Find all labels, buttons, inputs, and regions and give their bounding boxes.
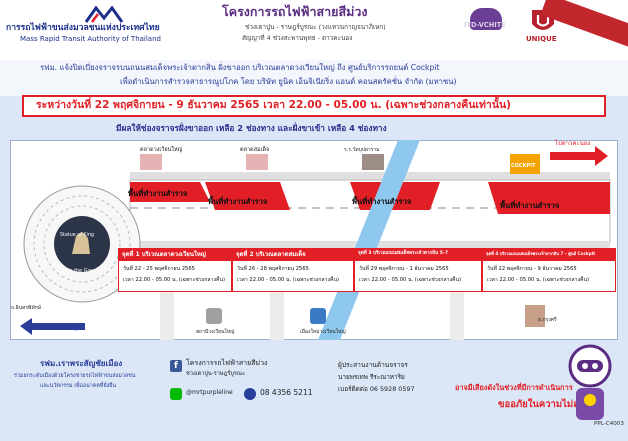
building-icon bbox=[206, 308, 222, 324]
phase-card-4: จุดที่ 4 บริเวณถนนสมเด็จพระเจ้าตากสิน 7 … bbox=[482, 248, 616, 292]
line-icon[interactable] bbox=[170, 388, 182, 400]
facebook-icon[interactable]: f bbox=[170, 360, 182, 372]
market-building-icon bbox=[140, 154, 162, 170]
work-zone-3-label: พื้นที่ทำงานสำรวจ bbox=[352, 197, 412, 206]
project-subtitle-1: ช่วงเตาปูน - ราษฎร์บูรณะ (วงแหวนกาญจนาภิ… bbox=[245, 23, 386, 31]
map-drawing bbox=[20, 140, 611, 340]
announcement-line-1: รฟม. แจ้งปิดเบี่ยงจราจรบนถนนสมเด็จพระเจ้… bbox=[40, 63, 440, 72]
statue-label-2: Taksin the Great bbox=[58, 269, 98, 274]
phase-card-3: จุดที่ 3 บริเวณถนนสมเด็จพระเจ้าตากสิน 5-… bbox=[354, 248, 482, 292]
statue-icon bbox=[72, 232, 90, 254]
phase-4-title: จุดที่ 4 บริเวณถนนสมเด็จพระเจ้าตากสิน 7 … bbox=[486, 251, 596, 256]
phase-card-1: จุดที่ 1 บริเวณตลาดวงเวียนใหญ่ วันที่ 22… bbox=[118, 248, 232, 292]
footer bbox=[0, 353, 628, 441]
phase-2-title: จุดที่ 2 บริเวณตลาดสมเด็จ bbox=[236, 251, 306, 258]
phase-2-dates: วันที่ 26 - 28 พฤศจิกายน 2565 bbox=[237, 266, 309, 272]
footer-slogan-3: และนวัตกรรม เพื่ออนาคตที่ยั่งยืน bbox=[40, 383, 117, 389]
school-label: ร.ร.วัดบุปผาราม bbox=[344, 147, 380, 153]
coordinator-name: นายพรเทพ รีระณาหาริย bbox=[338, 373, 405, 381]
road-inthara-label: ถ.อินทรพิทักษ์ bbox=[11, 305, 41, 311]
phase-3-time: เวลา 22.00 - 05.00 น. (เฉพาะช่วงกลางคืน) bbox=[359, 277, 462, 283]
noise-notice: อาจมีเสียงดังในช่วงที่มีการดำเนินการ bbox=[455, 383, 573, 392]
org-name-english: Mass Rapid Transit Authority of Thailand bbox=[20, 35, 161, 43]
phone-icon bbox=[244, 388, 256, 400]
somdet-market-label: ตลาดสมเด็จ bbox=[240, 147, 270, 153]
work-zone-1 bbox=[130, 182, 210, 202]
mrt-station-icon bbox=[310, 308, 326, 324]
work-zone-1-label: พื้นที่ทำงานสำรวจ bbox=[128, 189, 188, 198]
market-label: ตลาดวงเวียนใหญ่ bbox=[140, 147, 183, 153]
footer-slogan-2: ร่วมยกระดับเมืองด้วยโครงข่ายรถไฟฟ้าขนส่ง… bbox=[14, 373, 136, 379]
footer-slogan-1: รฟม.เราพระสัญชัยเมือง bbox=[40, 359, 123, 368]
bank-building-icon bbox=[525, 305, 545, 327]
phase-1-time: เวลา 22.00 - 05.00 น. (เฉพาะช่วงกลางคืน) bbox=[123, 277, 226, 283]
to-dao-khanong-label: ไปดาวคะนอง bbox=[555, 140, 591, 147]
mascot-icon bbox=[568, 344, 612, 420]
phase-card-2: จุดที่ 2 บริเวณตลาดสมเด็จ วันที่ 26 - 28… bbox=[232, 248, 354, 292]
partner-logo-itd: ITD-VCHITE bbox=[464, 8, 506, 42]
work-zone-2 bbox=[205, 182, 290, 210]
partner-logo-itd-label: ITD-VCHITE bbox=[464, 21, 506, 29]
phase-4-dates: วันที่ 22 พฤศจิกายน - 9 ธันวาคม 2565 bbox=[487, 266, 577, 272]
phone-number[interactable]: 08 4356 5211 bbox=[260, 388, 313, 397]
to-wongwian-yai-label: ไปวงเวียนใหญ่ bbox=[36, 323, 78, 331]
lane-effect-text: มีผลให้ช่องจราจรฝั่งขาออก เหลือ 2 ช่องทา… bbox=[116, 123, 387, 133]
org-name-thai: การรถไฟฟ้าขนส่งมวลชนแห่งประเทศไทย bbox=[6, 23, 160, 33]
work-zone-4-label: พื้นที่ทำงานสำรวจ bbox=[500, 201, 560, 210]
cockpit-label: COCKPIT bbox=[511, 163, 536, 169]
station-wongwian-label: สถานีวงเวียนใหญ่ bbox=[196, 329, 235, 335]
phase-2-time: เวลา 22.00 - 05.00 น. (เฉพาะช่วงกลางคืน) bbox=[237, 277, 340, 283]
header bbox=[0, 0, 628, 60]
cockpit-sign-icon bbox=[510, 154, 540, 174]
arrow-to-dao-khanong-icon bbox=[550, 146, 608, 166]
document-code: PPL-C4003 bbox=[594, 421, 624, 427]
announcement-line-2: เพื่อดำเนินการสำรวจสาธารณูปโภค โดย บริษั… bbox=[120, 77, 457, 86]
phase-1-title: จุดที่ 1 บริเวณตลาดวงเวียนใหญ่ bbox=[122, 251, 206, 258]
statue-label-1: Statue of King bbox=[60, 233, 94, 238]
mrta-logo-icon bbox=[84, 5, 124, 23]
date-banner bbox=[22, 95, 606, 117]
facebook-page-sub: ช่วงเตาปูน-ราษฎร์บูรณะ bbox=[186, 371, 246, 377]
road-top-edge bbox=[130, 172, 610, 180]
facebook-page-name[interactable]: โครงการรถไฟฟ้าสายสีม่วง bbox=[186, 359, 268, 367]
apology-text: ขออภัยในความไม่สะดวก bbox=[498, 399, 602, 410]
date-banner-text: ระหว่างวันที่ 22 พฤศจิกายน - 9 ธันวาคม 2… bbox=[36, 99, 511, 111]
phase-1-dates: วันที่ 22 - 25 พฤศจิกายน 2565 bbox=[123, 266, 195, 272]
work-zone-2-label: พื้นที่ทำงานสำรวจ bbox=[208, 197, 268, 206]
phase-3-title: จุดที่ 3 บริเวณถนนสมเด็จพระเจ้าตากสิน 5-… bbox=[358, 251, 449, 256]
project-title: โครงการรถไฟฟ้าสายสีม่วง bbox=[222, 4, 368, 19]
line-id[interactable]: @mrtpurpleline bbox=[186, 389, 233, 396]
work-zone-4 bbox=[488, 182, 610, 214]
somdet-market-icon bbox=[246, 154, 268, 170]
phase-3-dates: วันที่ 29 พฤศจิกายน - 1 ธันวาคม 2565 bbox=[359, 266, 449, 272]
phase-4-time: เวลา 22.00 - 05.00 น. (เฉพาะช่วงกลางคืน) bbox=[487, 277, 590, 283]
school-building-icon bbox=[362, 154, 384, 170]
bank-label: ธ.กรุงศรี bbox=[538, 317, 557, 323]
partner-logo-unique-label: UNIQUE bbox=[526, 35, 557, 43]
station-somdet-label: เมืองใหม่วงเวียนใหญ่ bbox=[300, 329, 346, 335]
coordinator-title: ผู้ประสานงานด้านจราจร bbox=[338, 361, 408, 369]
arrow-to-wongwian-yai-icon bbox=[20, 318, 85, 335]
coordinator-phone[interactable]: เบอร์ติดต่อ 06 5928 0597 bbox=[338, 385, 415, 393]
project-subtitle-2: สัญญาที่ 4 ช่วงสะพานพุทธ - ดาวคะนอง bbox=[242, 34, 353, 42]
announcement-band bbox=[0, 60, 628, 96]
